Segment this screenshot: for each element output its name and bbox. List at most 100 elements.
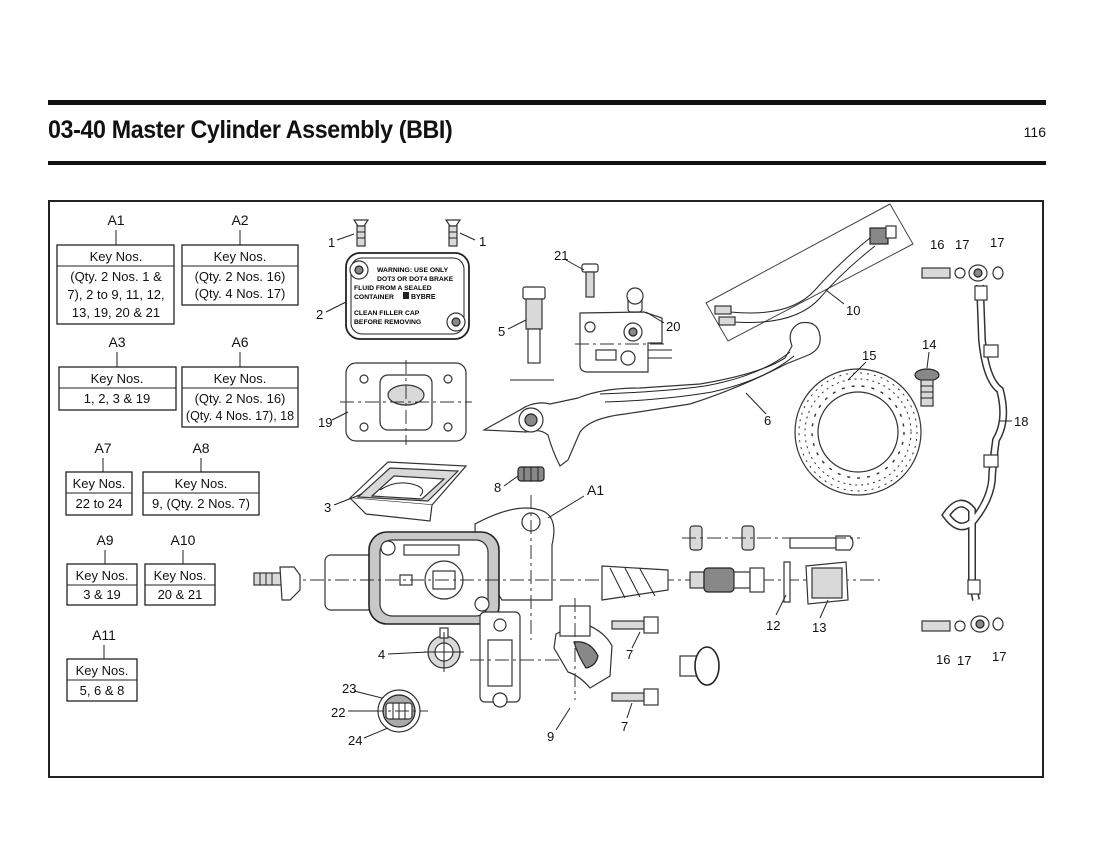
kit-heading: Key Nos. [90,249,143,264]
part-brake-disc [794,368,922,496]
kit-line: (Qty. 2 Nos. 16) [195,269,286,284]
callout-7: 7 [626,647,633,662]
kit-label: A7 [94,440,111,456]
kit-line: 3 & 19 [83,587,121,602]
callout-17: 17 [955,237,969,252]
kit-box-a8: A8 Key Nos. 9, (Qty. 2 Nos. 7) [142,440,260,516]
kit-box-a7: A7 Key Nos. 22 to 24 [65,440,133,516]
callout-18: 18 [1014,414,1028,429]
cap-warning-line: WARNING: USE ONLY [377,267,449,274]
kit-line: 9, (Qty. 2 Nos. 7) [152,496,250,511]
kit-label: A8 [192,440,209,456]
part-brake-lever [481,321,821,467]
part-wire-harness [705,203,914,342]
kit-line: (Qty. 4 Nos. 17) [195,286,286,301]
callout-17: 17 [990,235,1004,250]
kit-line: 22 to 24 [76,496,123,511]
part-lever-bush [517,466,545,482]
part-banjo-fitting-top [921,264,1004,282]
callout-21: 21 [554,248,568,263]
kit-heading: Key Nos. [73,476,126,491]
callout-numbers: 1 1 2 3 4 5 6 7 7 8 9 10 12 13 14 15 16 … [316,234,1028,748]
kit-label: A3 [108,334,125,350]
callout-4: 4 [378,647,385,662]
callout-1: 1 [479,234,486,249]
callout-23: 23 [342,681,356,696]
cap-warning-line: DOT3 OR DOT4 BRAKE [377,276,454,283]
callout-16: 16 [930,237,944,252]
cap-warning-line: CLEAN FILLER CAP [354,310,420,317]
cap-warning-line: BEFORE REMOVING [354,319,421,326]
part-diaphragm [340,360,472,445]
callout-14: 14 [922,337,936,352]
kit-line: 7), 2 to 9, 11, 12, [67,287,164,302]
cap-warning-line: CONTAINER [354,294,394,301]
callout-17: 17 [992,649,1006,664]
kit-heading: Key Nos. [214,371,267,386]
kit-line: 5, 6 & 8 [80,683,125,698]
kit-line: (Qty. 2 Nos. 1 & [70,269,162,284]
callout-22: 22 [331,705,345,720]
kit-heading: Key Nos. [154,568,207,583]
kit-box-a2: A2 Key Nos. (Qty. 2 Nos. 16) (Qty. 4 Nos… [181,212,299,306]
callout-2: 2 [316,307,323,322]
callout-5: 5 [498,324,505,339]
part-disc-bolt [914,368,940,407]
part-reservoir-cap: WARNING: USE ONLY DOT3 OR DOT4 BRAKE FLU… [345,252,470,340]
callout-6: 6 [764,413,771,428]
callout-20: 20 [666,319,680,334]
kit-heading: Key Nos. [76,568,129,583]
kit-heading: Key Nos. [76,663,129,678]
part-bellows [348,461,468,522]
kit-line: 1, 2, 3 & 19 [84,391,151,406]
page-title: 03-40 Master Cylinder Assembly (BBI) [48,116,453,144]
kit-heading: Key Nos. [214,249,267,264]
part-clamp-bolt-lower [611,688,659,706]
part-screw-1-left [352,219,370,247]
kit-label: A10 [171,532,196,548]
part-banjo-bolt-left [253,566,301,601]
kit-label: A6 [231,334,248,350]
part-pivot-bolt [510,286,554,381]
part-banjo-fitting-bottom [921,615,1004,633]
callout-17: 17 [957,653,971,668]
callout-16: 16 [936,652,950,667]
callout-1: 1 [328,235,335,250]
kit-heading: Key Nos. [175,476,228,491]
part-fitting-22-24 [370,689,428,733]
callout-13: 13 [812,620,826,635]
part-dust-boot [424,627,464,672]
callout-19: 19 [318,415,332,430]
part-dust-cover [805,561,849,605]
kit-line: (Qty. 2 Nos. 16) [195,391,286,406]
kit-label: A11 [92,627,116,643]
callout-12: 12 [766,618,780,633]
header-rule-top [48,100,1046,105]
kit-heading: Key Nos. [91,371,144,386]
part-piston-spring-assembly [601,525,860,601]
part-handlebar-clamp [553,598,613,700]
header-rule-bottom [48,161,1046,165]
kit-line: (Qty. 4 Nos. 17), 18 [186,409,294,423]
part-cap-plug [679,646,720,686]
part-master-cylinder-body [260,495,880,708]
callout-leaders [325,232,1012,739]
part-screw-1-right [444,219,462,247]
cap-warning-line: FLUID FROM A SEALED [354,285,432,292]
kit-line: 20 & 21 [158,587,203,602]
kit-box-a10: A10 Key Nos. 20 & 21 [144,532,216,606]
kit-label: A1 [107,212,124,228]
kit-box-a6: A6 Key Nos. (Qty. 2 Nos. 16) (Qty. 4 Nos… [181,334,299,428]
diagram-frame [48,200,1044,778]
part-brake-switch [575,287,672,373]
page-number: 116 [1023,124,1046,140]
part-circlip [783,561,791,603]
kit-box-a9: A9 Key Nos. 3 & 19 [66,532,138,606]
kit-label: A2 [231,212,248,228]
callout-24: 24 [348,733,362,748]
callout-a1: A1 [587,482,604,498]
callout-10: 10 [846,303,860,318]
callout-3: 3 [324,500,331,515]
callout-9: 9 [547,729,554,744]
